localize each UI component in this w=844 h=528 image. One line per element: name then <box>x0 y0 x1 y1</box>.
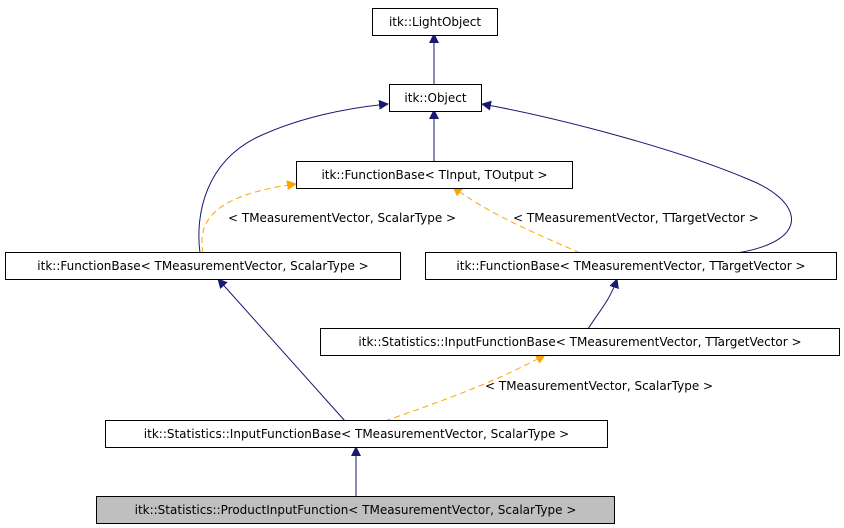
edge-template-target <box>452 186 581 254</box>
class-node-inputfunctionbase-target[interactable]: itk::Statistics::InputFunctionBase< TMea… <box>320 328 840 356</box>
edge-label-target-template: < TMeasurementVector, TTargetVector > <box>513 211 759 225</box>
edge-functionbase-target-to-object <box>481 100 792 254</box>
class-node-inputfunctionbase-scalar[interactable]: itk::Statistics::InputFunctionBase< TMea… <box>105 420 608 448</box>
class-node-functionbase-scalar[interactable]: itk::FunctionBase< TMeasurementVector, S… <box>5 252 401 280</box>
class-node-lightobject[interactable]: itk::LightObject <box>372 8 498 36</box>
class-node-object[interactable]: itk::Object <box>389 84 482 112</box>
edge-template-scalar <box>201 180 297 254</box>
class-node-functionbase-target[interactable]: itk::FunctionBase< TMeasurementVector, T… <box>425 252 837 280</box>
edge-label-scalar-template: < TMeasurementVector, ScalarType > <box>228 211 457 225</box>
class-node-productinputfunction: itk::Statistics::ProductInputFunction< T… <box>96 496 615 524</box>
edge-inputfunction-scalar-to-functionbase-scalar <box>217 278 346 422</box>
edge-inputfunction-target-to-functionbase-target <box>587 278 619 330</box>
class-node-functionbase-generic[interactable]: itk::FunctionBase< TInput, TOutput > <box>296 161 573 189</box>
edge-functionbase-scalar-to-object <box>198 99 389 254</box>
edge-label-input-scalar-template: < TMeasurementVector, ScalarType > <box>485 379 714 393</box>
edge-template-input-scalar <box>384 354 546 422</box>
